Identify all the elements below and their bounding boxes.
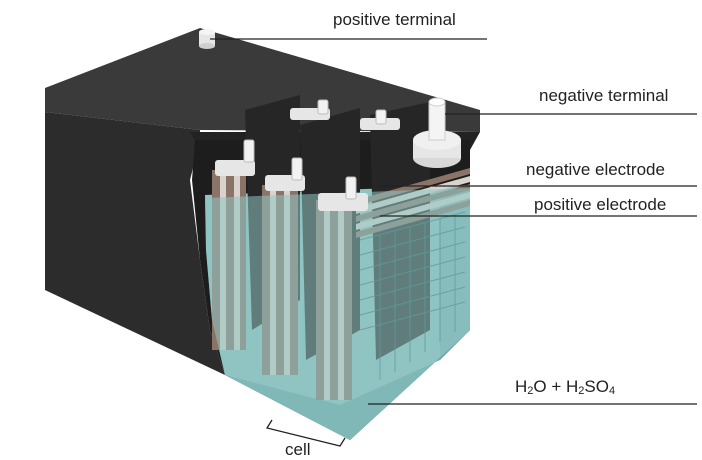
label-electrolyte-so: SO xyxy=(584,377,609,396)
label-cell: cell xyxy=(285,440,311,460)
electrolyte-overlay xyxy=(205,188,470,440)
label-electrolyte-sub-2a: 2 xyxy=(527,385,533,397)
label-electrolyte-sub-2b: 2 xyxy=(578,385,584,397)
label-electrolyte-h: H xyxy=(515,377,527,396)
label-electrolyte-sub-4: 4 xyxy=(609,385,615,397)
label-negative-terminal: negative terminal xyxy=(539,86,668,106)
label-electrolyte-o-plus-h: O + H xyxy=(533,377,578,396)
label-electrolyte: H2O + H2SO4 xyxy=(515,377,615,399)
label-positive-terminal: positive terminal xyxy=(333,10,456,30)
label-positive-electrode: positive electrode xyxy=(534,195,666,215)
label-negative-electrode: negative electrode xyxy=(526,160,665,180)
